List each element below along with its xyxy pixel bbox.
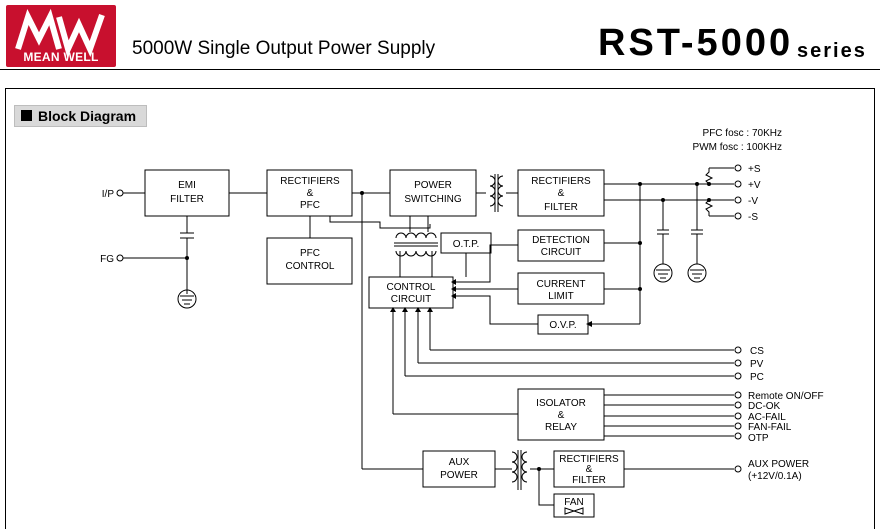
block-isolator-relay: ISOLATOR & RELAY: [517, 388, 605, 441]
power-path-wiring: [329, 191, 518, 470]
block-control-circuit: CONTROL CIRCUIT: [368, 276, 454, 309]
block-otp: O.T.P.: [440, 232, 492, 254]
emi-label-2: FILTER: [170, 194, 204, 205]
pfc-fosc-note: PFC fosc : 70KHz: [703, 128, 782, 139]
sense-resistor-minus-icon: [705, 199, 714, 216]
aux-power-terminal-label: AUX POWER: [748, 459, 809, 470]
block-emi-filter: EMI FILTER: [144, 169, 230, 217]
input-wiring: I/P FG: [100, 189, 311, 309]
aux-rect-label-1: RECTIFIERS: [559, 454, 619, 465]
pwm-fosc-note: PWM fosc : 100KHz: [693, 142, 782, 153]
feedback-wiring: [451, 184, 642, 327]
section-tab: Block Diagram: [14, 105, 147, 127]
ac-fail-label: AC-FAIL: [748, 412, 786, 423]
drive-transformer-icon: [394, 216, 438, 277]
ovp-label: O.V.P.: [549, 320, 576, 331]
model-series: series: [797, 40, 867, 62]
control-label-2: CIRCUIT: [391, 294, 432, 305]
block-pfc-control: PFC CONTROL: [266, 237, 353, 285]
pc-label: PC: [750, 372, 764, 383]
page-subtitle: 5000W Single Output Power Supply: [132, 38, 436, 59]
remote-onoff-label: Remote ON/OFF: [748, 391, 824, 402]
detection-label-1: DETECTION: [532, 235, 590, 246]
aux-wiring: AUX POWER (+12V/0.1A): [495, 450, 809, 506]
pfc-control-label-2: CONTROL: [286, 261, 335, 272]
block-rectifiers-pfc: RECTIFIERS & PFC: [266, 169, 353, 217]
fan-label: FAN: [564, 497, 583, 508]
ip-terminal-label: I/P: [102, 189, 115, 200]
otp-terminal-label: OTP: [748, 433, 769, 444]
cs-label: CS: [750, 346, 764, 357]
rect-pfc-label-3: PFC: [300, 200, 320, 211]
power-switching-label-1: POWER: [414, 180, 452, 191]
diagram-panel: [5, 88, 875, 529]
minus-s-label: -S: [748, 212, 758, 223]
fg-terminal-label: FG: [100, 254, 114, 265]
rect-filter-label-1: RECTIFIERS: [531, 176, 591, 187]
dc-ok-label: DC-OK: [748, 401, 781, 412]
output-ground-icon-2: [687, 263, 707, 283]
rect-filter-label-2: &: [558, 188, 565, 199]
section-title: Block Diagram: [38, 108, 137, 124]
otp-label: O.T.P.: [453, 239, 480, 250]
current-limit-label-2: LIMIT: [548, 291, 574, 302]
mw-logo-mark: [15, 8, 105, 58]
output-wiring: +S +V -V -S: [604, 164, 761, 283]
fan-fail-label: FAN-FAIL: [748, 422, 792, 433]
aux-power-spec-label: (+12V/0.1A): [748, 471, 802, 482]
block-fan: FAN: [553, 493, 595, 518]
model-name: RST-5000: [598, 22, 794, 64]
aux-power-block-label-2: POWER: [440, 470, 478, 481]
aux-rect-label-2: &: [586, 464, 593, 475]
block-power-switching: POWER SWITCHING: [389, 169, 477, 217]
power-switching-label-2: SWITCHING: [404, 194, 461, 205]
aux-rect-label-3: FILTER: [572, 475, 606, 486]
control-label-1: CONTROL: [387, 282, 436, 293]
isolator-label-2: &: [558, 410, 565, 421]
sense-resistor-plus-icon: [705, 168, 714, 185]
plus-v-label: +V: [748, 180, 761, 191]
fan-icon: [564, 507, 584, 515]
plus-s-label: +S: [748, 164, 761, 175]
block-ovp: O.V.P.: [537, 314, 589, 335]
pfc-control-label-1: PFC: [300, 248, 320, 259]
detection-label-2: CIRCUIT: [541, 247, 582, 258]
header-divider: [0, 69, 880, 70]
emi-label-1: EMI: [178, 180, 196, 191]
isolator-label-1: ISOLATOR: [536, 398, 586, 409]
isolator-signal-wiring: Remote ON/OFF DC-OK AC-FAIL FAN-FAIL OTP: [604, 391, 824, 444]
control-signal-wiring: CS PV PC: [390, 307, 764, 415]
block-aux-rectifiers-filter: RECTIFIERS & FILTER: [553, 450, 625, 488]
rect-pfc-label-2: &: [307, 188, 314, 199]
meanwell-logo: MEAN WELL: [6, 5, 116, 67]
pv-label: PV: [750, 359, 764, 370]
minus-v-label: -V: [748, 196, 758, 207]
page-header: MEAN WELL 5000W Single Output Power Supp…: [0, 0, 880, 72]
block-rectifiers-filter: RECTIFIERS & FILTER: [517, 169, 605, 217]
block-current-limit: CURRENT LIMIT: [517, 272, 605, 305]
aux-power-block-label-1: AUX: [449, 457, 470, 468]
logo-text: MEAN WELL: [23, 50, 99, 64]
output-ground-icon-1: [653, 263, 673, 283]
aux-transformer-icon: [511, 451, 518, 483]
block-detection-circuit: DETECTION CIRCUIT: [517, 229, 605, 262]
isolator-label-3: RELAY: [545, 422, 577, 433]
block-aux-power: AUX POWER: [422, 450, 496, 488]
main-transformer-icon: [489, 174, 504, 212]
current-limit-label-1: CURRENT: [537, 279, 586, 290]
rect-filter-label-3: FILTER: [544, 202, 578, 213]
rect-pfc-label-1: RECTIFIERS: [280, 176, 340, 187]
section-bullet-icon: [21, 110, 32, 121]
